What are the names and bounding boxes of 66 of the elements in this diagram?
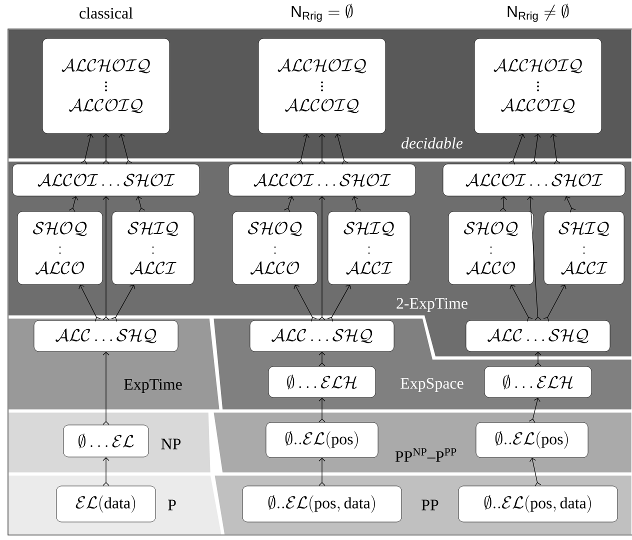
arrow <box>500 196 508 212</box>
arrow <box>352 196 362 212</box>
logic-box: $\mathcal{SHIQ}$ $:$ $\mathcal{ALCI}$ <box>544 211 624 285</box>
arrow <box>564 196 576 213</box>
arrow <box>528 398 540 423</box>
arrow <box>294 284 317 322</box>
complexity-label: NP <box>161 438 181 450</box>
logic-box: $\mathcal{SHOQ}$ $:$ $\mathcal{ALCO}$ <box>448 211 534 285</box>
arrow <box>334 134 348 165</box>
complexity-label: ExpSpace <box>400 378 464 392</box>
logic-box: $\mathcal{ALC}\ldots\mathcal{SHQ}$ <box>34 320 178 352</box>
complexity-label: P <box>168 500 176 510</box>
logic-box: $\mathcal{ALCOI}\ldots\mathcal{SHOI}$ <box>12 164 200 196</box>
logic-box: $\mathcal{ALC}\ldots\mathcal{SHQ}$ <box>466 320 610 352</box>
arrow <box>102 352 110 425</box>
complexity-label: PP <box>422 500 438 510</box>
arrow <box>284 196 294 212</box>
logic-box: $\mathcal{ALC}\ldots\mathcal{SHQ}$ <box>250 320 394 352</box>
logic-box: $\emptyset..\mathcal{EL}(\mathrm{pos,data})$ <box>242 486 402 522</box>
logic-box: $\mathcal{EL}(\mathrm{data})$ <box>56 486 156 522</box>
arrow <box>296 134 310 164</box>
logic-box: $\emptyset..\mathcal{EL}(\mathrm{pos})$ <box>476 422 588 458</box>
arrow <box>80 134 94 164</box>
logic-box: $\mathcal{SHIQ}$ $:$ $\mathcal{ALCI}$ <box>112 211 194 285</box>
arrow <box>78 284 101 322</box>
arrow <box>530 134 541 164</box>
arrow <box>318 196 326 320</box>
logic-box: $\emptyset..\mathcal{EL}(\mathrm{pos,data})$ <box>458 486 618 522</box>
logic-box: $\mathcal{ALCHOIQ}$ $\vdots$ $\mathcal{ALCOIQ}$ <box>42 38 170 134</box>
logic-box: $\emptyset\ldots\mathcal{EL}$ <box>63 424 149 458</box>
arrow <box>526 196 542 320</box>
column-heading: $\mathsf{N}_{\mathsf{Rrig}} = \emptyset$ <box>292 4 353 22</box>
arrow <box>543 284 566 322</box>
arrow <box>327 284 352 322</box>
arrow <box>102 134 110 164</box>
complexity-label: 2-ExpTime <box>396 298 468 312</box>
column-heading: classical <box>80 7 133 19</box>
arrow <box>102 196 110 320</box>
logic-box: $\mathcal{ALCHOIQ}$ $\vdots$ $\mathcal{ALCOIQ}$ <box>258 38 386 134</box>
arrow <box>318 458 326 486</box>
arrow <box>529 458 542 486</box>
logic-box: $\mathcal{SHOQ}$ $:$ $\mathcal{ALCO}$ <box>232 211 318 285</box>
arrow <box>550 134 560 164</box>
logic-box: $\emptyset..\mathcal{EL}(\mathrm{pos})$ <box>266 422 378 458</box>
logic-box: $\mathcal{ALCOI}\ldots\mathcal{SHOI}$ <box>442 164 626 196</box>
arrow <box>68 196 78 212</box>
complexity-label: PP$^{NP}$–P$^{PP}$ <box>395 448 456 462</box>
arrow <box>118 134 132 165</box>
logic-box: $\emptyset\ldots\mathcal{ELH}$ <box>268 366 376 398</box>
logic-box: $\mathcal{ALCOI}\ldots\mathcal{SHOI}$ <box>228 164 416 196</box>
logic-box: $\mathcal{SHIQ}$ $:$ $\mathcal{ALCI}$ <box>328 211 410 285</box>
arrow <box>318 134 326 164</box>
arrow <box>318 352 326 366</box>
arrow <box>534 352 542 366</box>
arrow <box>509 134 525 165</box>
logic-box: $\mathcal{SHOQ}$ $:$ $\mathcal{ALCO}$ <box>17 211 103 285</box>
logic-box: $\mathcal{ALCHOIQ}$ $\vdots$ $\mathcal{ALCOIQ}$ <box>474 38 602 134</box>
arrow <box>318 398 326 422</box>
arrow <box>102 457 110 486</box>
arrow <box>510 284 533 322</box>
logic-box: $\emptyset\ldots\mathcal{ELH}$ <box>484 366 592 398</box>
arrow <box>111 284 136 322</box>
arrow <box>136 196 146 212</box>
complexity-label: ExpTime <box>124 379 182 393</box>
complexity-label: decidable <box>402 137 463 149</box>
column-heading: $\mathsf{N}_{\mathsf{Rrig}} \neq \emptyset$ <box>508 4 569 22</box>
